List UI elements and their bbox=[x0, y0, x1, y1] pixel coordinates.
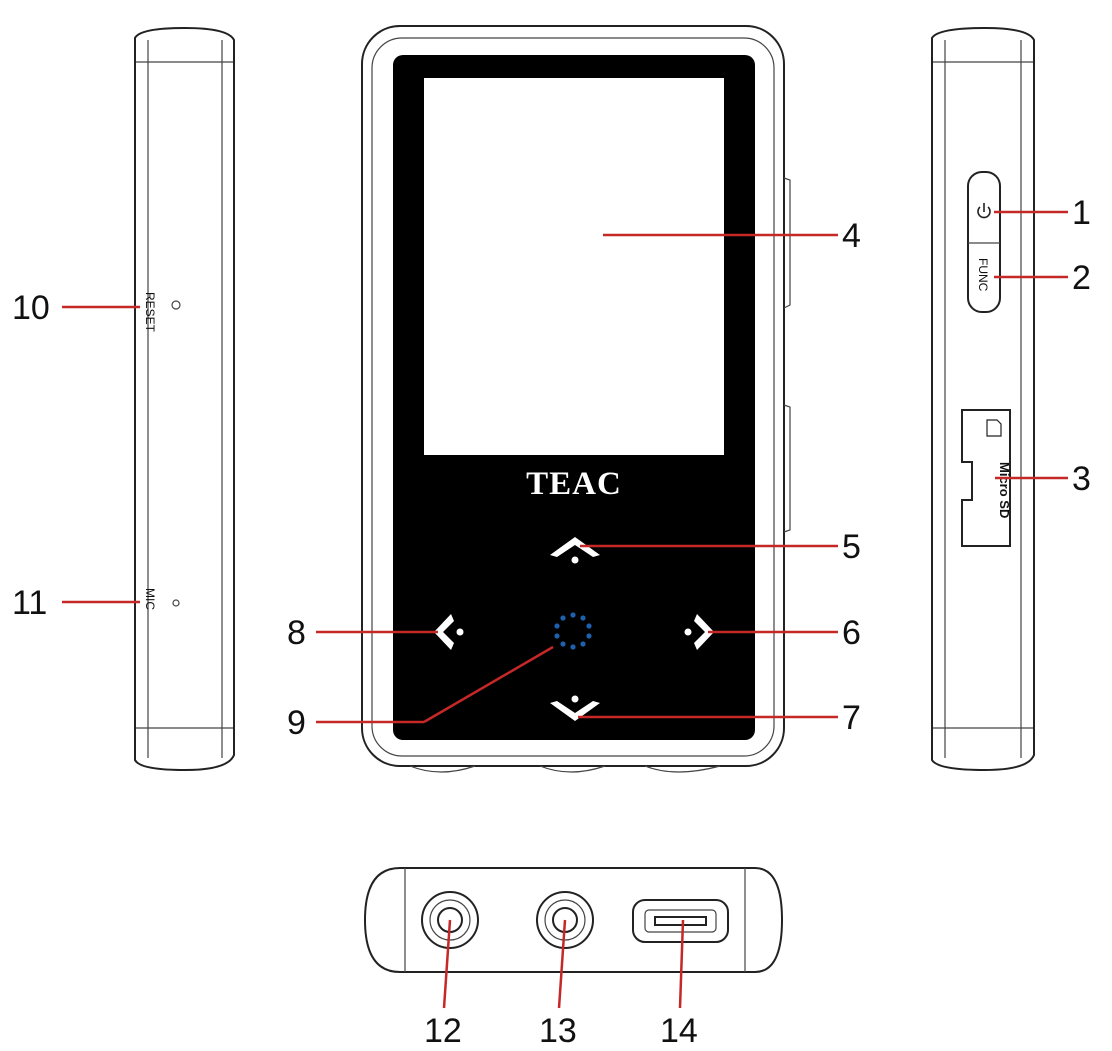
callout-8: 8 bbox=[287, 614, 306, 652]
callout-6: 6 bbox=[842, 614, 861, 652]
callout-7: 7 bbox=[842, 699, 861, 737]
callout-5: 5 bbox=[842, 528, 861, 566]
func-label: FUNC bbox=[976, 258, 990, 292]
leader-13 bbox=[557, 919, 567, 1009]
up-arrow-icon bbox=[550, 537, 600, 557]
mic-label: MIC bbox=[143, 588, 157, 610]
center-button-icon bbox=[554, 612, 592, 650]
headphone-jack bbox=[421, 891, 479, 949]
sd-card-icon bbox=[986, 419, 1002, 437]
left-button[interactable] bbox=[434, 614, 464, 650]
display-screen bbox=[424, 78, 724, 455]
leader-lines bbox=[62, 210, 1068, 1009]
callout-13: 13 bbox=[539, 1012, 577, 1050]
right-button[interactable] bbox=[684, 614, 715, 650]
down-button[interactable] bbox=[550, 695, 600, 722]
down-arrow-icon bbox=[550, 701, 600, 721]
power-func-rocker bbox=[967, 171, 1001, 313]
right-side-view: FUNC Micro SD bbox=[931, 26, 1035, 772]
callout-1: 1 bbox=[1072, 194, 1091, 232]
reset-label: RESET bbox=[143, 292, 157, 333]
power-button[interactable] bbox=[977, 203, 991, 219]
micro-sd-slot[interactable] bbox=[961, 409, 1011, 547]
center-button[interactable] bbox=[554, 612, 592, 650]
left-arrow-icon bbox=[434, 614, 454, 650]
callout-9: 9 bbox=[287, 704, 306, 742]
callout-4: 4 bbox=[842, 217, 861, 255]
callout-2: 2 bbox=[1072, 259, 1091, 297]
left-side-view: RESET MIC bbox=[134, 26, 235, 772]
callout-numbers: 1 2 3 4 5 6 7 8 9 10 11 12 13 14 bbox=[12, 194, 1091, 1050]
right-arrow-icon bbox=[694, 614, 714, 650]
brand-logo: TEAC bbox=[526, 466, 622, 502]
reset-hole[interactable] bbox=[171, 300, 181, 310]
callout-10: 10 bbox=[12, 289, 50, 327]
callout-3: 3 bbox=[1072, 460, 1091, 498]
usb-port bbox=[632, 899, 729, 943]
leader-12 bbox=[442, 919, 452, 1009]
micro-sd-label: Micro SD bbox=[997, 462, 1012, 518]
leader-9b bbox=[423, 645, 554, 724]
front-view: TEAC bbox=[361, 25, 791, 773]
callout-12: 12 bbox=[424, 1012, 462, 1050]
mic-hole bbox=[172, 599, 180, 607]
func-button[interactable]: FUNC bbox=[976, 258, 990, 292]
callout-11: 11 bbox=[12, 584, 47, 622]
callout-14: 14 bbox=[660, 1012, 698, 1050]
bottom-view bbox=[363, 867, 784, 973]
power-icon bbox=[977, 203, 991, 219]
up-button[interactable] bbox=[550, 537, 600, 564]
leader-14 bbox=[678, 919, 685, 1009]
